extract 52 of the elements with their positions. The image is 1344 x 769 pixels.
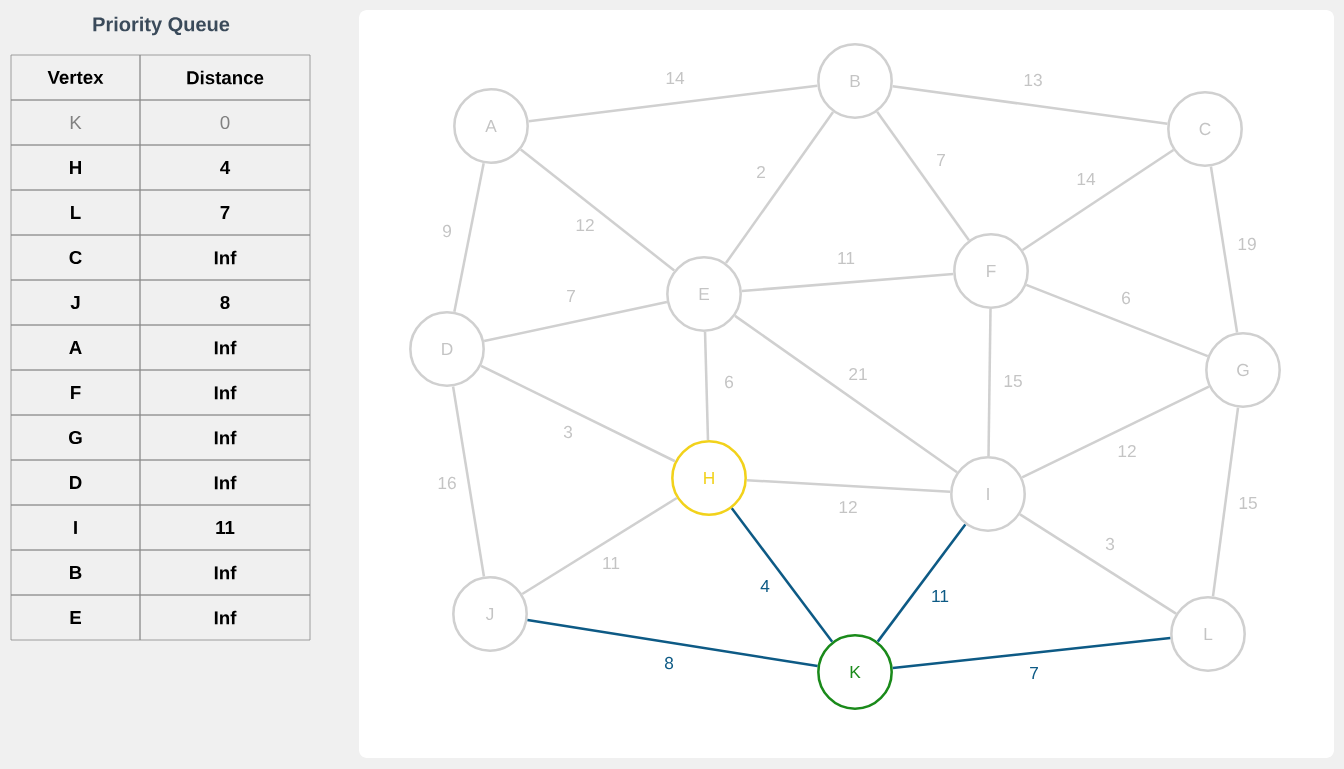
edge-line xyxy=(453,162,485,313)
edge-line xyxy=(892,84,1168,126)
edge-line xyxy=(480,364,676,463)
table-cell: Inf xyxy=(139,234,311,281)
edge-line xyxy=(1209,166,1239,333)
edge-line xyxy=(1021,148,1175,252)
header-cell: Vertex xyxy=(10,54,141,101)
edge-line xyxy=(527,618,818,668)
table-title: Priority Queue xyxy=(93,16,230,36)
table-cell: 11 xyxy=(139,504,311,551)
edge-line xyxy=(734,314,958,474)
table-cell: E xyxy=(10,594,141,641)
table-cell: F xyxy=(10,369,141,416)
table-cell: G xyxy=(10,414,141,461)
table-cell: H xyxy=(10,144,141,191)
table-cell: Inf xyxy=(139,549,311,596)
table-cell: L xyxy=(10,189,141,236)
table-cell: D xyxy=(10,459,141,506)
edge-line xyxy=(1021,385,1210,479)
edge-line xyxy=(876,111,970,241)
edge-line xyxy=(521,496,678,596)
edge-line xyxy=(483,300,668,343)
edge-line xyxy=(528,84,818,123)
edge-line xyxy=(520,148,675,272)
table-cell: K xyxy=(10,99,141,146)
table-cell: Inf xyxy=(139,369,311,416)
table-cell: 4 xyxy=(139,144,311,191)
edge-line xyxy=(730,507,834,643)
edge-line xyxy=(724,111,835,264)
table-cell: C xyxy=(10,234,141,281)
edge-line xyxy=(746,478,951,494)
edge-line xyxy=(1019,513,1177,615)
edge-line xyxy=(1211,407,1240,597)
table-cell: Inf xyxy=(139,414,311,461)
table-cell: 0 xyxy=(139,99,311,146)
edge-line xyxy=(1025,283,1209,358)
table-cell: Inf xyxy=(139,594,311,641)
table-cell: 8 xyxy=(139,279,311,326)
header-cell: Distance xyxy=(139,54,311,101)
table-cell: J xyxy=(10,279,141,326)
edge-line xyxy=(741,272,954,293)
edge-line xyxy=(892,636,1171,670)
table-cell: I xyxy=(10,504,141,551)
edge-line xyxy=(703,331,710,441)
edge-line xyxy=(876,523,967,643)
table-cell: A xyxy=(10,324,141,371)
table-cell: B xyxy=(10,549,141,596)
edge-line xyxy=(451,386,486,577)
table-cell: Inf xyxy=(139,324,311,371)
table-cell: 7 xyxy=(139,189,311,236)
edge-line xyxy=(987,308,992,457)
table-cell: Inf xyxy=(139,459,311,506)
